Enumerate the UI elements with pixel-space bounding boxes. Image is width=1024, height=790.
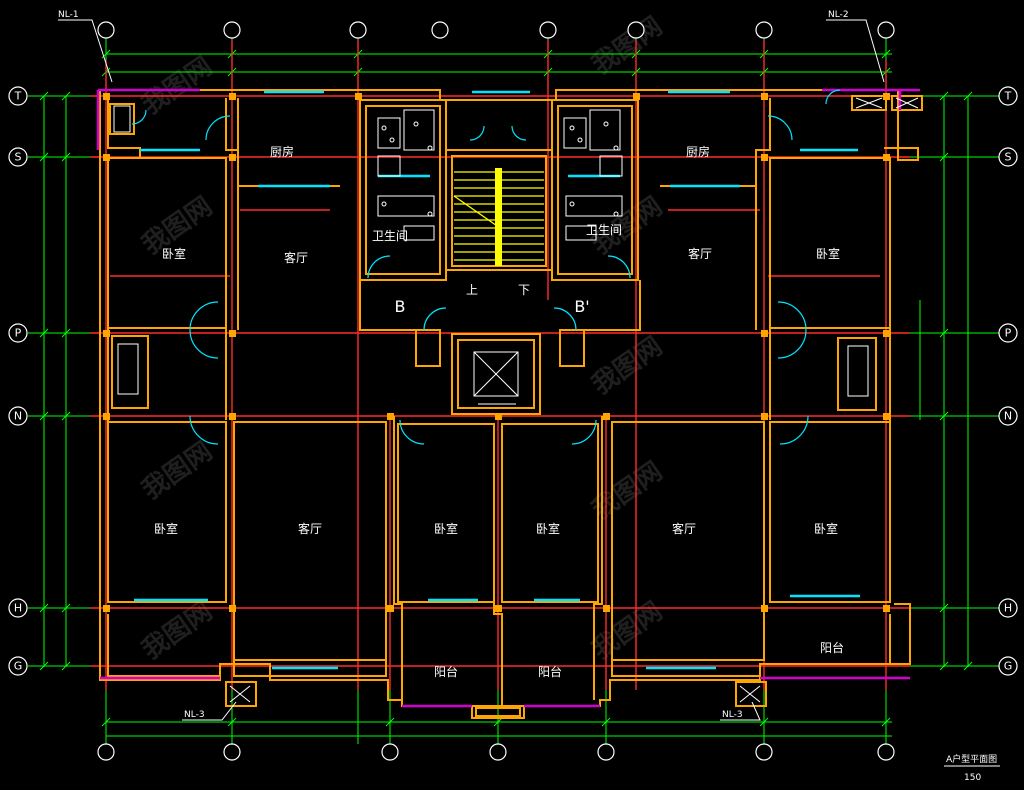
room-label-bath-left: 卫生间	[372, 229, 408, 243]
unit-mark-b-prime: B'	[574, 297, 589, 316]
axis-label-p-left: P	[15, 327, 22, 340]
axis-label-g-right: G	[1004, 660, 1013, 673]
row-axis-bubbles-left	[8, 86, 28, 676]
room-label-living-se: 客厅	[672, 521, 696, 536]
room-label-balcony-sc2: 阳台	[538, 664, 562, 679]
svg-text:我图网: 我图网	[137, 51, 218, 120]
drawing-scale: 150	[964, 773, 981, 783]
unit-mark-b: B	[395, 297, 406, 316]
pipe-shaft-marks	[229, 97, 919, 703]
room-label-bedroom-nw: 卧室	[162, 246, 186, 261]
axis-label-t-left: T	[14, 90, 22, 103]
axis-label-n-left: N	[14, 410, 22, 423]
room-label-living-nw: 客厅	[284, 250, 308, 265]
tag-leaders	[58, 19, 885, 721]
axis-label-h-left: H	[14, 602, 22, 615]
column-axis-bubbles-bottom	[97, 743, 895, 761]
svg-text:我图网: 我图网	[137, 596, 218, 665]
room-label-bedroom-se: 卧室	[814, 521, 838, 536]
watermark: 我图网 我图网 我图网 我图网 我图网 我图网 我图网 我图网 我图网	[137, 11, 668, 665]
row-axis-bubbles-right	[998, 86, 1018, 676]
svg-text:我图网: 我图网	[587, 596, 668, 665]
axis-label-s-right: S	[1005, 151, 1012, 164]
room-label-kitchen-right: 厨房	[686, 144, 710, 159]
structural-columns	[103, 93, 890, 612]
room-label-balcony-se: 阳台	[820, 640, 844, 655]
tag-nl3-left: NL-3	[184, 710, 205, 720]
room-label-bath-right: 卫生间	[586, 223, 622, 237]
stair-up-label: 上	[466, 283, 478, 297]
room-label-living-sw: 客厅	[298, 521, 322, 536]
svg-text:我图网: 我图网	[587, 11, 668, 80]
tag-nl1: NL-1	[58, 10, 79, 20]
room-label-bedroom-sc1: 卧室	[434, 521, 458, 536]
room-label-balcony-sc1: 阳台	[434, 664, 458, 679]
stair-well-divider	[495, 168, 502, 266]
axis-label-s-left: S	[15, 151, 22, 164]
drawing-title: A户型平面图	[946, 753, 997, 765]
door-swings	[131, 89, 841, 445]
tag-nl2: NL-2	[828, 10, 849, 20]
room-label-living-ne: 客厅	[688, 246, 712, 261]
axis-label-h-right: H	[1004, 602, 1012, 615]
column-axis-bubbles-top	[97, 21, 895, 39]
stair-down-label: 下	[518, 283, 530, 297]
tag-nl3-right: NL-3	[722, 710, 743, 720]
elevator-cross	[473, 351, 519, 405]
balcony-rails	[96, 88, 920, 708]
svg-text:我图网: 我图网	[137, 436, 218, 505]
room-label-bedroom-sw: 卧室	[154, 521, 178, 536]
room-label-bedroom-sc2: 卧室	[536, 521, 560, 536]
room-label-kitchen-left: 厨房	[270, 144, 294, 159]
axis-label-p-right: P	[1005, 327, 1012, 340]
axis-label-g-left: G	[14, 660, 23, 673]
bathroom-fixtures	[113, 105, 869, 397]
dimension-ticks	[39, 49, 973, 727]
walls	[99, 89, 923, 719]
axis-lines	[90, 40, 910, 690]
room-label-bedroom-ne: 卧室	[816, 246, 840, 261]
svg-text:我图网: 我图网	[587, 331, 668, 400]
axis-label-t-right: T	[1004, 90, 1012, 103]
axis-label-n-right: N	[1004, 410, 1012, 423]
